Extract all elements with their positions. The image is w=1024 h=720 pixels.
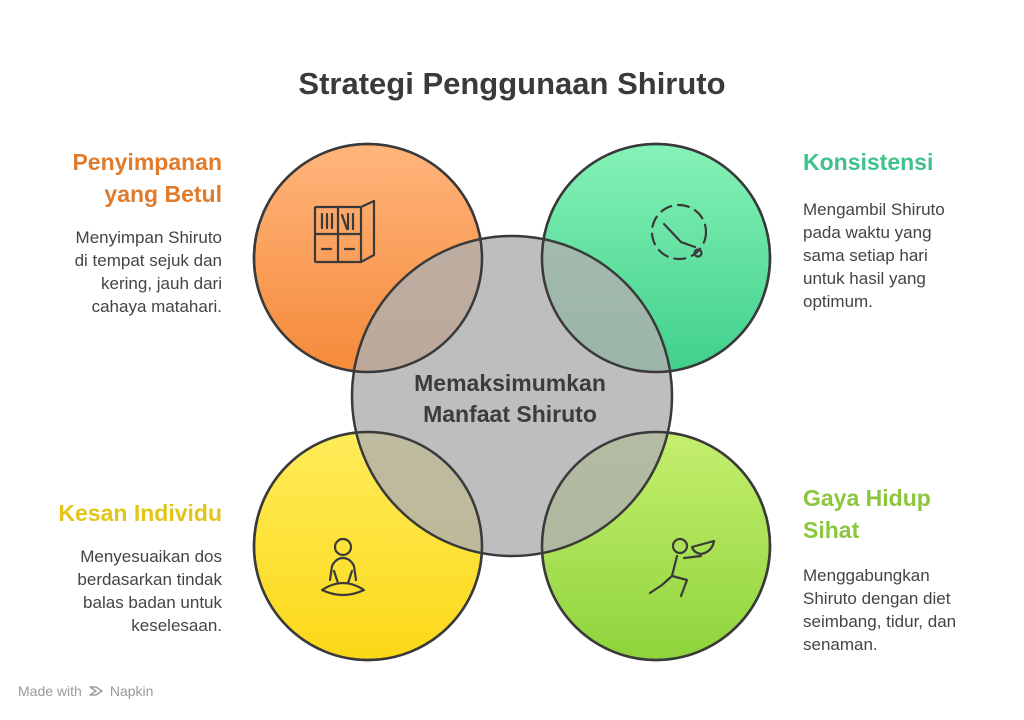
- consistency-heading: Konsistensi: [803, 149, 934, 175]
- napkin-logo-icon: [89, 686, 103, 696]
- center-label-line2: Manfaat Shiruto: [423, 401, 597, 427]
- kneeling-offering-icon: [648, 537, 716, 598]
- storage-cabinet-icon: [313, 199, 376, 264]
- meditation-person-icon: [320, 537, 366, 597]
- lifestyle-description: Menggabungkan Shiruto dengan diet seimba…: [803, 566, 957, 654]
- center-label: Memaksimumkan Manfaat Shiruto: [380, 368, 640, 430]
- consistency-description: Mengambil Shiruto pada waktu yang sama s…: [803, 200, 945, 311]
- made-with-text: Made with: [18, 683, 82, 699]
- individual-heading: Kesan Individu: [58, 500, 222, 526]
- page-title: Strategi Penggunaan Shiruto: [298, 66, 726, 101]
- lifestyle-heading: Gaya Hidup Sihat: [803, 485, 931, 543]
- individual-description: Menyesuaikan dos berdasarkan tindak bala…: [77, 547, 222, 635]
- circle-center: [350, 234, 674, 558]
- footer-made-with-napkin[interactable]: Made with Napkin: [18, 683, 153, 699]
- clock-timer-icon: [650, 203, 708, 261]
- center-label-line1: Memaksimumkan: [414, 370, 606, 396]
- storage-description: Menyimpan Shiruto di tempat sejuk dan ke…: [74, 228, 222, 316]
- storage-heading: Penyimpanan yang Betul: [72, 149, 222, 207]
- napkin-brand-text: Napkin: [109, 683, 154, 699]
